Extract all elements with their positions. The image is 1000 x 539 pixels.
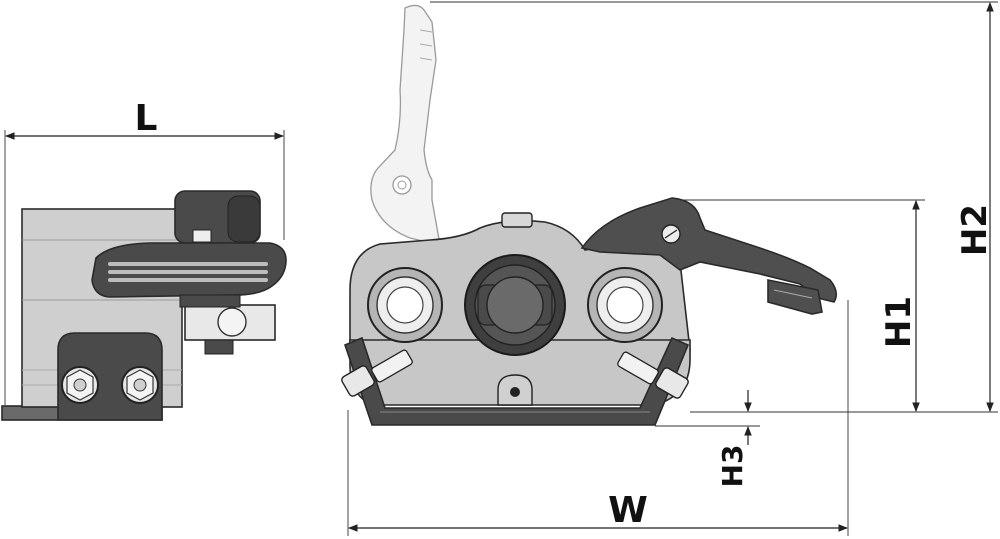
front-view [341, 4, 838, 426]
dimension-l: L [4, 98, 285, 405]
dimension-h2: H2 [430, 1, 998, 413]
side-bolt-left [61, 366, 99, 404]
dimension-l-label: L [135, 98, 158, 139]
dimension-h1: H1 [680, 199, 925, 412]
side-bolt-right [121, 366, 159, 404]
dimension-w-label: W [608, 490, 648, 531]
ghost-lever [370, 4, 441, 246]
right-side-bolt [617, 351, 689, 399]
side-label-sticker [192, 229, 212, 243]
base-clamp [344, 336, 690, 426]
dimension-h3-label: H3 [716, 445, 749, 488]
right-roller [587, 267, 663, 343]
side-view [1, 190, 287, 421]
top-nut [501, 212, 533, 228]
lever-latch [767, 279, 823, 315]
dimension-h2-label: H2 [955, 204, 995, 256]
dimension-h3: H3 [655, 390, 760, 487]
dimension-h1-label: H1 [879, 296, 919, 348]
dimension-w: W [347, 300, 849, 536]
left-roller [367, 267, 443, 343]
front-lever [580, 197, 838, 303]
left-side-bolt [341, 349, 413, 397]
central-hub [464, 254, 566, 356]
